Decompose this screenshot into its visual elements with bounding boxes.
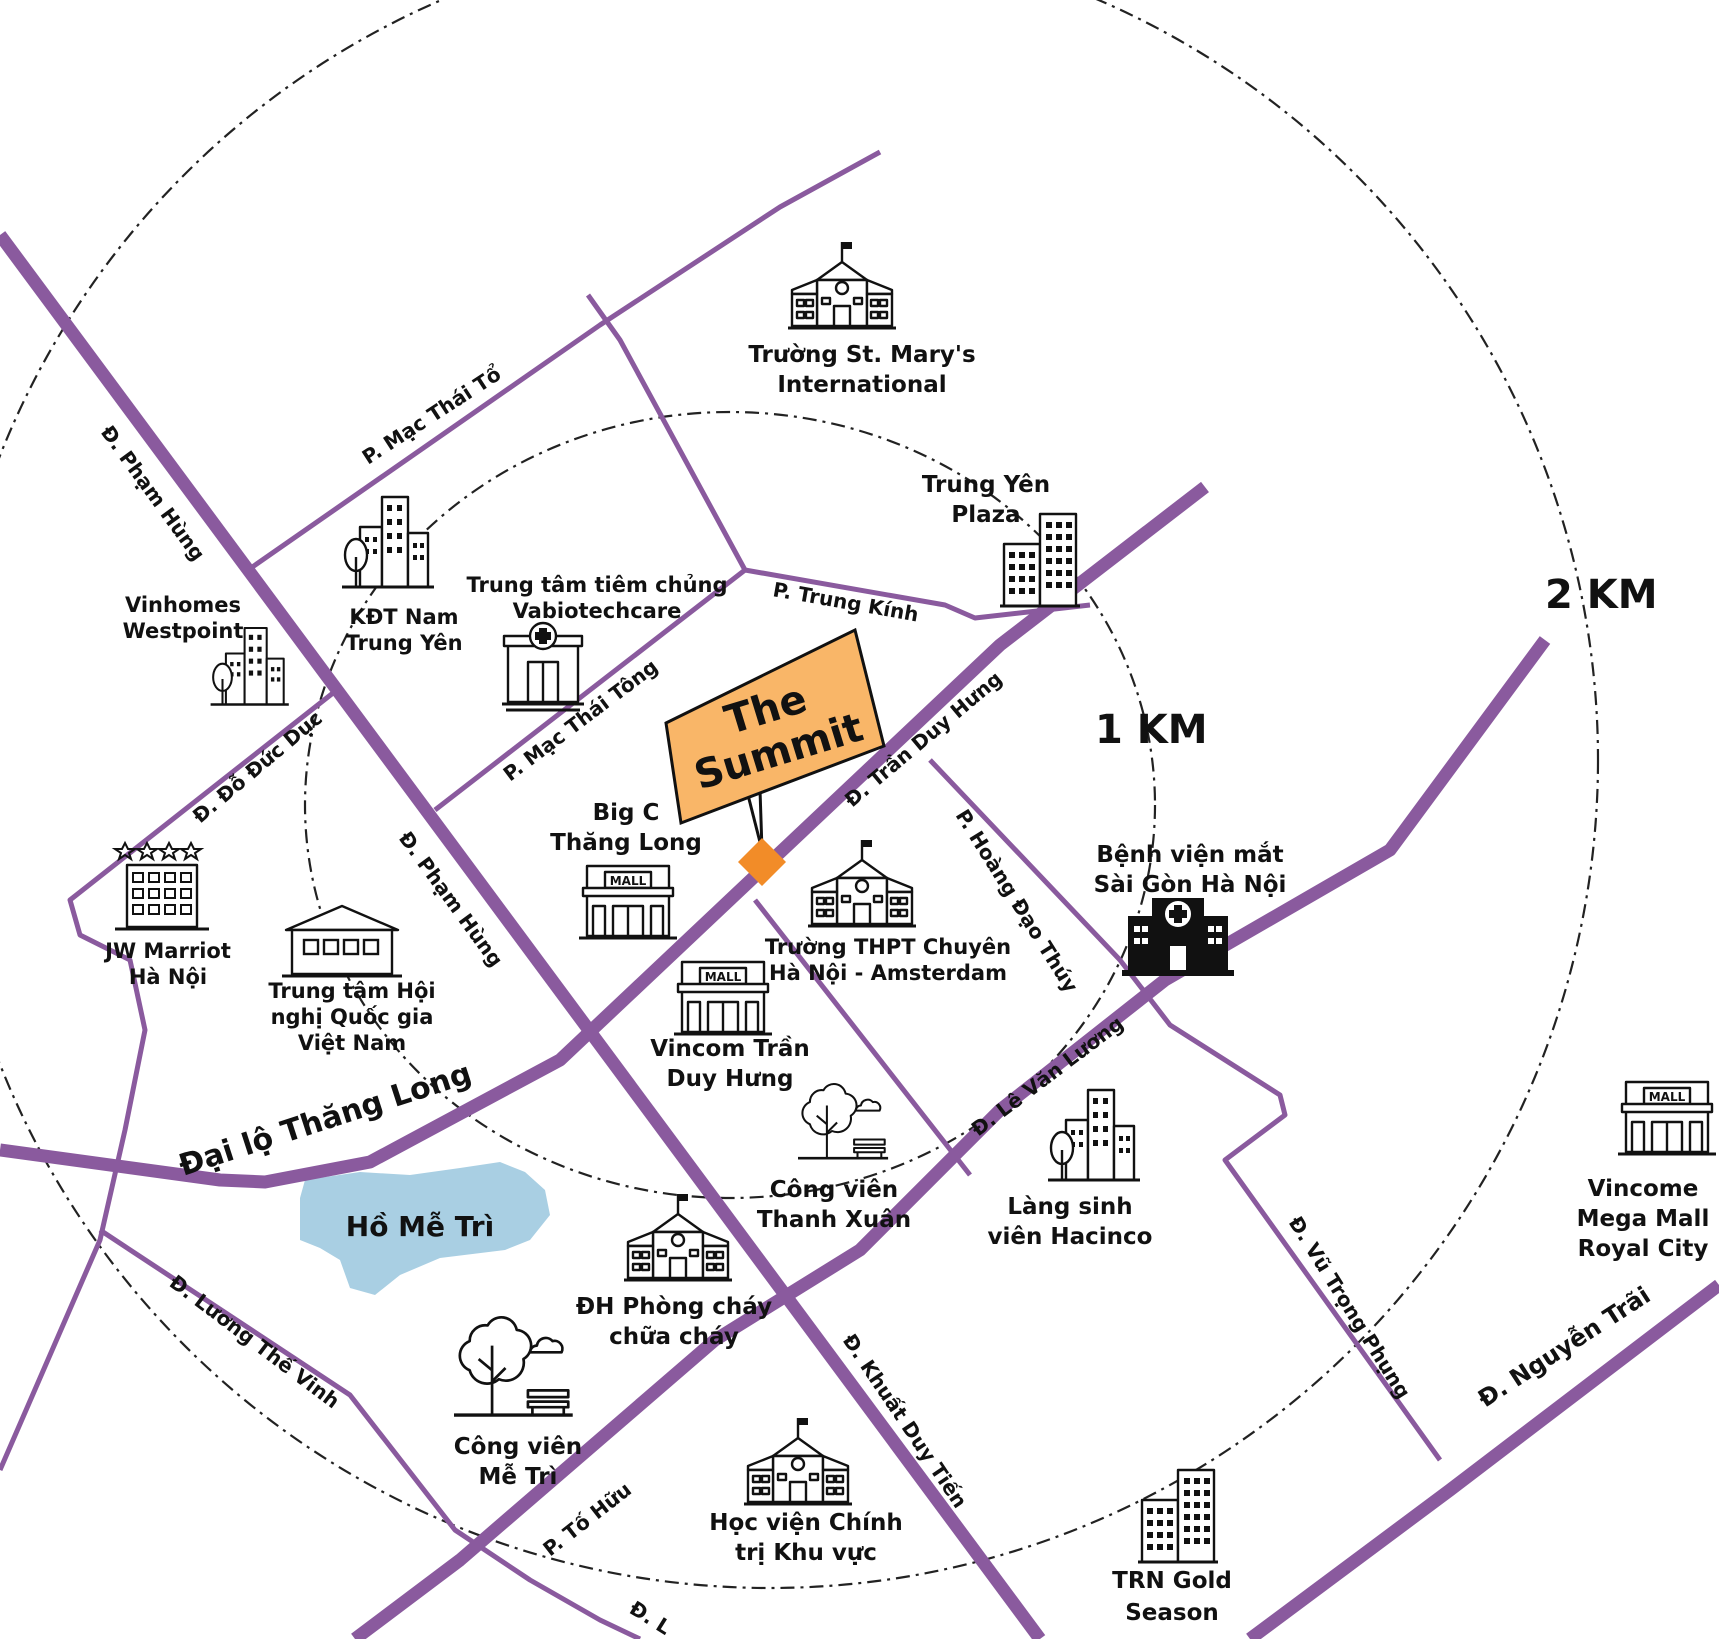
poi-royal-city: MALL Vincome Mega Mall Royal City bbox=[1577, 1080, 1718, 1262]
project-sign bbox=[664, 627, 886, 826]
poi-label: Hà Nội bbox=[129, 965, 207, 989]
poi-label: Vinhomes bbox=[125, 593, 241, 617]
poi-trn-gold: TRN Gold Season bbox=[1112, 1468, 1232, 1626]
project-marker bbox=[738, 838, 786, 886]
ring-label-1km: 1 KM bbox=[1095, 707, 1208, 753]
poi-vincom-tdh: MALL Vincom Trần Duy Hưng bbox=[650, 960, 810, 1092]
poi-label: chữa cháy bbox=[609, 1324, 739, 1350]
poi-label: Làng sinh bbox=[1007, 1194, 1132, 1220]
poi-vabiotech: Trung tâm tiêm chủng Vabiotechcare bbox=[466, 573, 728, 712]
city-icon bbox=[340, 495, 436, 589]
poi-label: Trung tâm Hội bbox=[268, 979, 435, 1003]
poi-label: International bbox=[777, 372, 946, 398]
poi-label: Thăng Long bbox=[550, 830, 702, 856]
poi-label: Bệnh viện mắt bbox=[1096, 841, 1283, 868]
poi-hacinco: Làng sinh viên Hacinco bbox=[988, 1088, 1153, 1250]
poi-label: JW Marriot bbox=[103, 939, 231, 963]
road-label-khuat-duy-tien: Đ. Khuất Duy Tiến bbox=[838, 1329, 972, 1512]
poi-label: Trung tâm tiêm chủng bbox=[466, 573, 727, 597]
poi-label: ĐH Phòng cháy bbox=[576, 1294, 772, 1320]
poi-label: nghị Quốc gia bbox=[271, 1005, 434, 1029]
poi-eye-hospital: Bệnh viện mắt Sài Gòn Hà Nội bbox=[1094, 841, 1287, 976]
building-icon bbox=[1136, 1468, 1220, 1564]
poi-label: Công viên bbox=[454, 1434, 582, 1460]
poi-label: Big C bbox=[593, 800, 660, 826]
poi-label: Vabiotechcare bbox=[513, 599, 682, 623]
ring-2km bbox=[0, 0, 1599, 1589]
poi-thanh-xuan-park: Công viên Thanh Xuân bbox=[757, 1082, 911, 1233]
poi-label: Thanh Xuân bbox=[757, 1207, 911, 1233]
poi-label: viên Hacinco bbox=[988, 1224, 1153, 1250]
poi-label: Học viện Chính bbox=[709, 1510, 902, 1536]
poi-kdt-nam-trung-yen: KĐT Nam Trung Yên bbox=[340, 495, 463, 655]
poi-label: Vincome bbox=[1588, 1176, 1699, 1202]
poi-me-tri-park: Công viên Mễ Trì bbox=[452, 1315, 582, 1490]
road-label-partial: Đ. L bbox=[625, 1596, 675, 1639]
school-icon bbox=[806, 838, 918, 928]
poi-label: Trung Yên bbox=[345, 631, 462, 655]
poi-label: Season bbox=[1125, 1600, 1219, 1626]
park-icon bbox=[452, 1315, 575, 1417]
city-icon bbox=[1046, 1088, 1142, 1182]
road-label-trung-kinh: P. Trung Kính bbox=[771, 577, 920, 626]
hotel-icon bbox=[111, 840, 209, 931]
mall-sign: MALL bbox=[1649, 1090, 1686, 1104]
poi-label: Hà Nội - Amsterdam bbox=[769, 961, 1007, 985]
poi-fire-university: ĐH Phòng cháy chữa cháy bbox=[576, 1192, 772, 1350]
poi-label: Duy Hưng bbox=[667, 1066, 794, 1092]
lake-label: Hồ Mễ Trì bbox=[346, 1210, 494, 1243]
poi-amsterdam: Trường THPT Chuyên Hà Nội - Amsterdam bbox=[765, 838, 1011, 985]
poi-label: Trung Yên bbox=[922, 472, 1050, 498]
school-icon bbox=[786, 240, 898, 330]
poi-jw-marriott: JW Marriot Hà Nội bbox=[103, 840, 231, 989]
poi-label: Sài Gòn Hà Nội bbox=[1094, 872, 1287, 898]
poi-vinhomes-westpoint: Vinhomes Westpoint bbox=[123, 593, 291, 706]
poi-label: TRN Gold bbox=[1112, 1568, 1232, 1594]
poi-label: Trường St. Mary's bbox=[748, 342, 975, 368]
ring-label-2km: 2 KM bbox=[1545, 572, 1658, 618]
poi-st-marys: Trường St. Mary's International bbox=[748, 240, 976, 398]
convention-icon bbox=[282, 904, 402, 978]
poi-label: Trường THPT Chuyên bbox=[765, 935, 1011, 959]
poi-trung-yen-plaza: Trung Yên Plaza bbox=[922, 472, 1082, 608]
poi-label: trị Khu vực bbox=[735, 1540, 877, 1566]
poi-label: Mega Mall bbox=[1577, 1206, 1710, 1232]
mall-sign: MALL bbox=[705, 970, 742, 984]
poi-label: Mễ Trì bbox=[479, 1463, 558, 1490]
poi-convention-center: Trung tâm Hội nghị Quốc gia Việt Nam bbox=[268, 904, 436, 1055]
road-label-mac-thai-to: P. Mạc Thái Tổ bbox=[358, 362, 506, 470]
ring-1km bbox=[303, 410, 1157, 1200]
road-label-luong-the-vinh: Đ. Lương Thế Vinh bbox=[165, 1270, 344, 1413]
main-roads bbox=[0, 231, 1719, 1639]
clinic-icon bbox=[502, 621, 584, 712]
poi-label: Westpoint bbox=[123, 619, 244, 643]
school-icon bbox=[742, 1416, 854, 1506]
poi-label: Việt Nam bbox=[298, 1031, 406, 1055]
poi-political-academy: Học viện Chính trị Khu vực bbox=[709, 1416, 903, 1566]
park-icon bbox=[796, 1082, 890, 1160]
secondary-roads bbox=[0, 149, 1443, 1639]
poi-big-c: Big C Thăng Long MALL bbox=[550, 800, 702, 940]
poi-label: KĐT Nam bbox=[349, 605, 458, 629]
poi-label: Vincom Trần bbox=[650, 1035, 809, 1062]
poi-label: Công viên bbox=[770, 1177, 898, 1203]
lake-ho-me-tri bbox=[300, 1162, 550, 1295]
hospital-icon bbox=[1122, 898, 1234, 976]
poi-label: Plaza bbox=[951, 502, 1020, 528]
poi-label: Royal City bbox=[1578, 1236, 1709, 1262]
mall-sign: MALL bbox=[610, 874, 647, 888]
road-label-vu-trong-phung: Đ. Vũ Trọng Phụng bbox=[1284, 1212, 1416, 1403]
